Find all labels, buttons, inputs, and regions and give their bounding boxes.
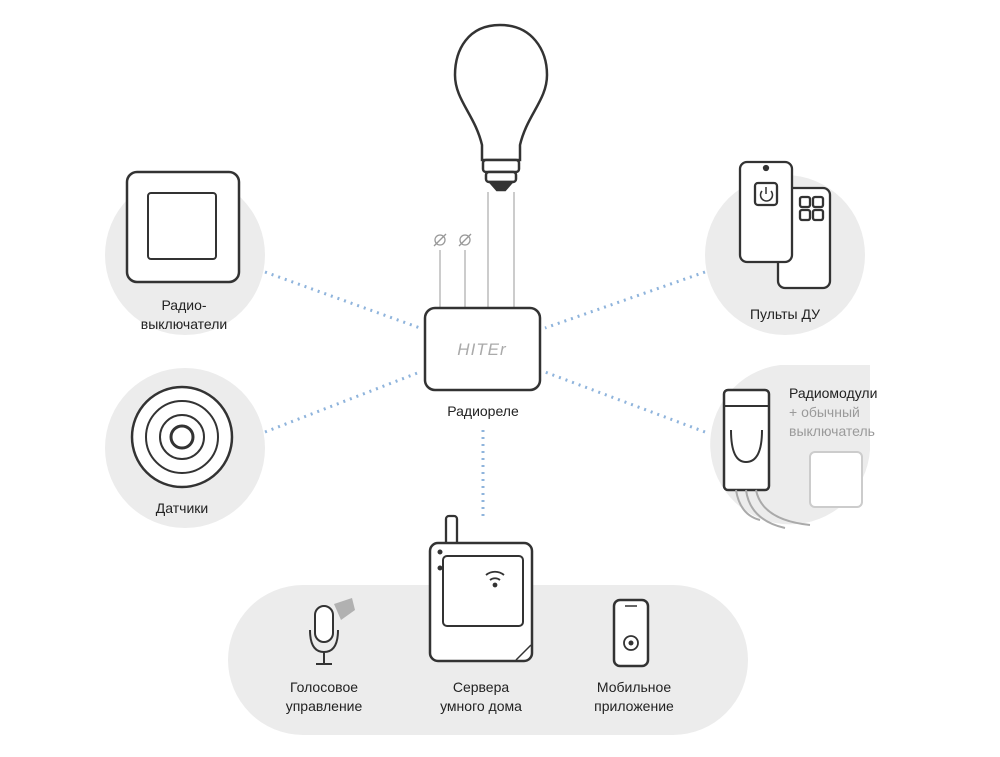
sensor-icon [130,385,234,489]
remotes-label-text: Пульты ДУ [749,306,821,322]
server-label-line1: Сервера [452,679,510,695]
signal-switches [264,270,421,330]
radio-module-icon [722,388,863,529]
voice-label-line2: управление [285,698,363,714]
relay-wires [439,192,515,308]
antenna-icons [433,233,472,247]
sensors-label-text: Датчики [155,500,209,516]
radiomodules-label-line1: Радиомодули [789,385,878,401]
sensors-label: Датчики [132,499,232,518]
signal-remotes [544,270,706,330]
remote-controls-icon [738,160,832,290]
server-label: Сервера умного дома [421,678,541,716]
remotes-label: Пульты ДУ [730,305,840,324]
smart-home-server-icon [428,514,534,663]
mobile-label: Мобильное приложение [574,678,694,716]
server-label-line2: умного дома [440,698,522,714]
voice-label: Голосовое управление [264,678,384,716]
radiomodules-label-line3: выключатель [789,423,875,439]
signal-sensors [264,370,421,434]
signal-radiomodules [544,370,706,434]
mobile-label-line1: Мобильное [596,679,672,695]
switches-label-line1: Радио- [161,297,207,313]
wifi-icon [485,570,505,588]
microphone-icon [309,598,355,665]
signal-waves [264,270,706,520]
radiomodules-label-line2: + обычный [789,404,860,420]
radiomodules-label: Радиомодули + обычный выключатель [789,384,899,441]
relay-label: Радиореле [431,402,535,421]
switches-label-line2: выключатели [140,316,228,332]
smartphone-icon [612,598,650,668]
switches-label: Радио- выключатели [125,296,243,334]
radio-relay-device: HITEr [423,306,542,392]
relay-label-text: Радиореле [447,403,519,419]
radio-switch-icon [125,170,241,284]
voice-label-line1: Голосовое [289,679,359,695]
relay-brand-logo: HITEr [457,340,507,359]
light-bulb-icon [453,23,549,192]
mobile-label-line2: приложение [594,698,674,714]
